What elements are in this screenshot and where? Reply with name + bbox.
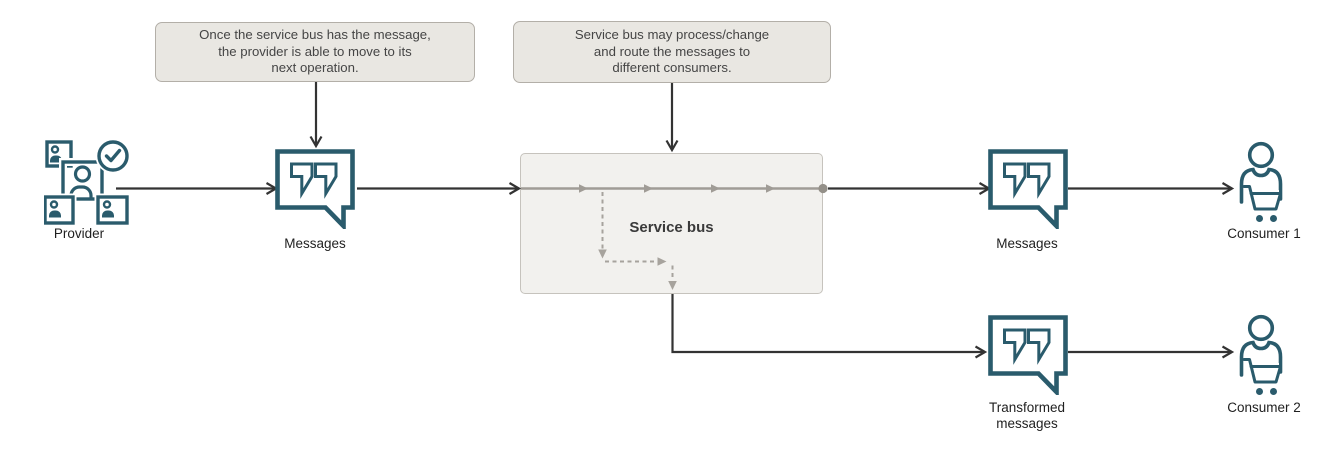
callout-provider-note: Once the service bus has the message, th… bbox=[155, 22, 475, 82]
arrow-bus-to-transformed bbox=[671, 294, 988, 359]
provider-label: Provider bbox=[53, 226, 105, 241]
messages-out-icon bbox=[988, 149, 1068, 229]
messages-in-icon bbox=[275, 149, 355, 229]
consumer1-label: Consumer 1 bbox=[1227, 226, 1301, 241]
callout-bus-note-text: Service bus may process/change and route… bbox=[574, 27, 770, 76]
transformed-messages-label: Transformed messages bbox=[988, 400, 1066, 431]
messages-out-label: Messages bbox=[996, 236, 1058, 251]
consumer1-icon bbox=[1234, 139, 1292, 231]
callout-bus-note: Service bus may process/change and route… bbox=[513, 21, 831, 83]
transformed-messages-icon bbox=[988, 315, 1068, 395]
consumer2-icon bbox=[1234, 312, 1292, 404]
provider-icon bbox=[44, 138, 131, 227]
service-bus-label: Service bus bbox=[629, 219, 714, 236]
callout-provider-note-text: Once the service bus has the message, th… bbox=[199, 27, 431, 76]
messages-in-label: Messages bbox=[284, 236, 346, 251]
consumer2-label: Consumer 2 bbox=[1227, 400, 1301, 415]
